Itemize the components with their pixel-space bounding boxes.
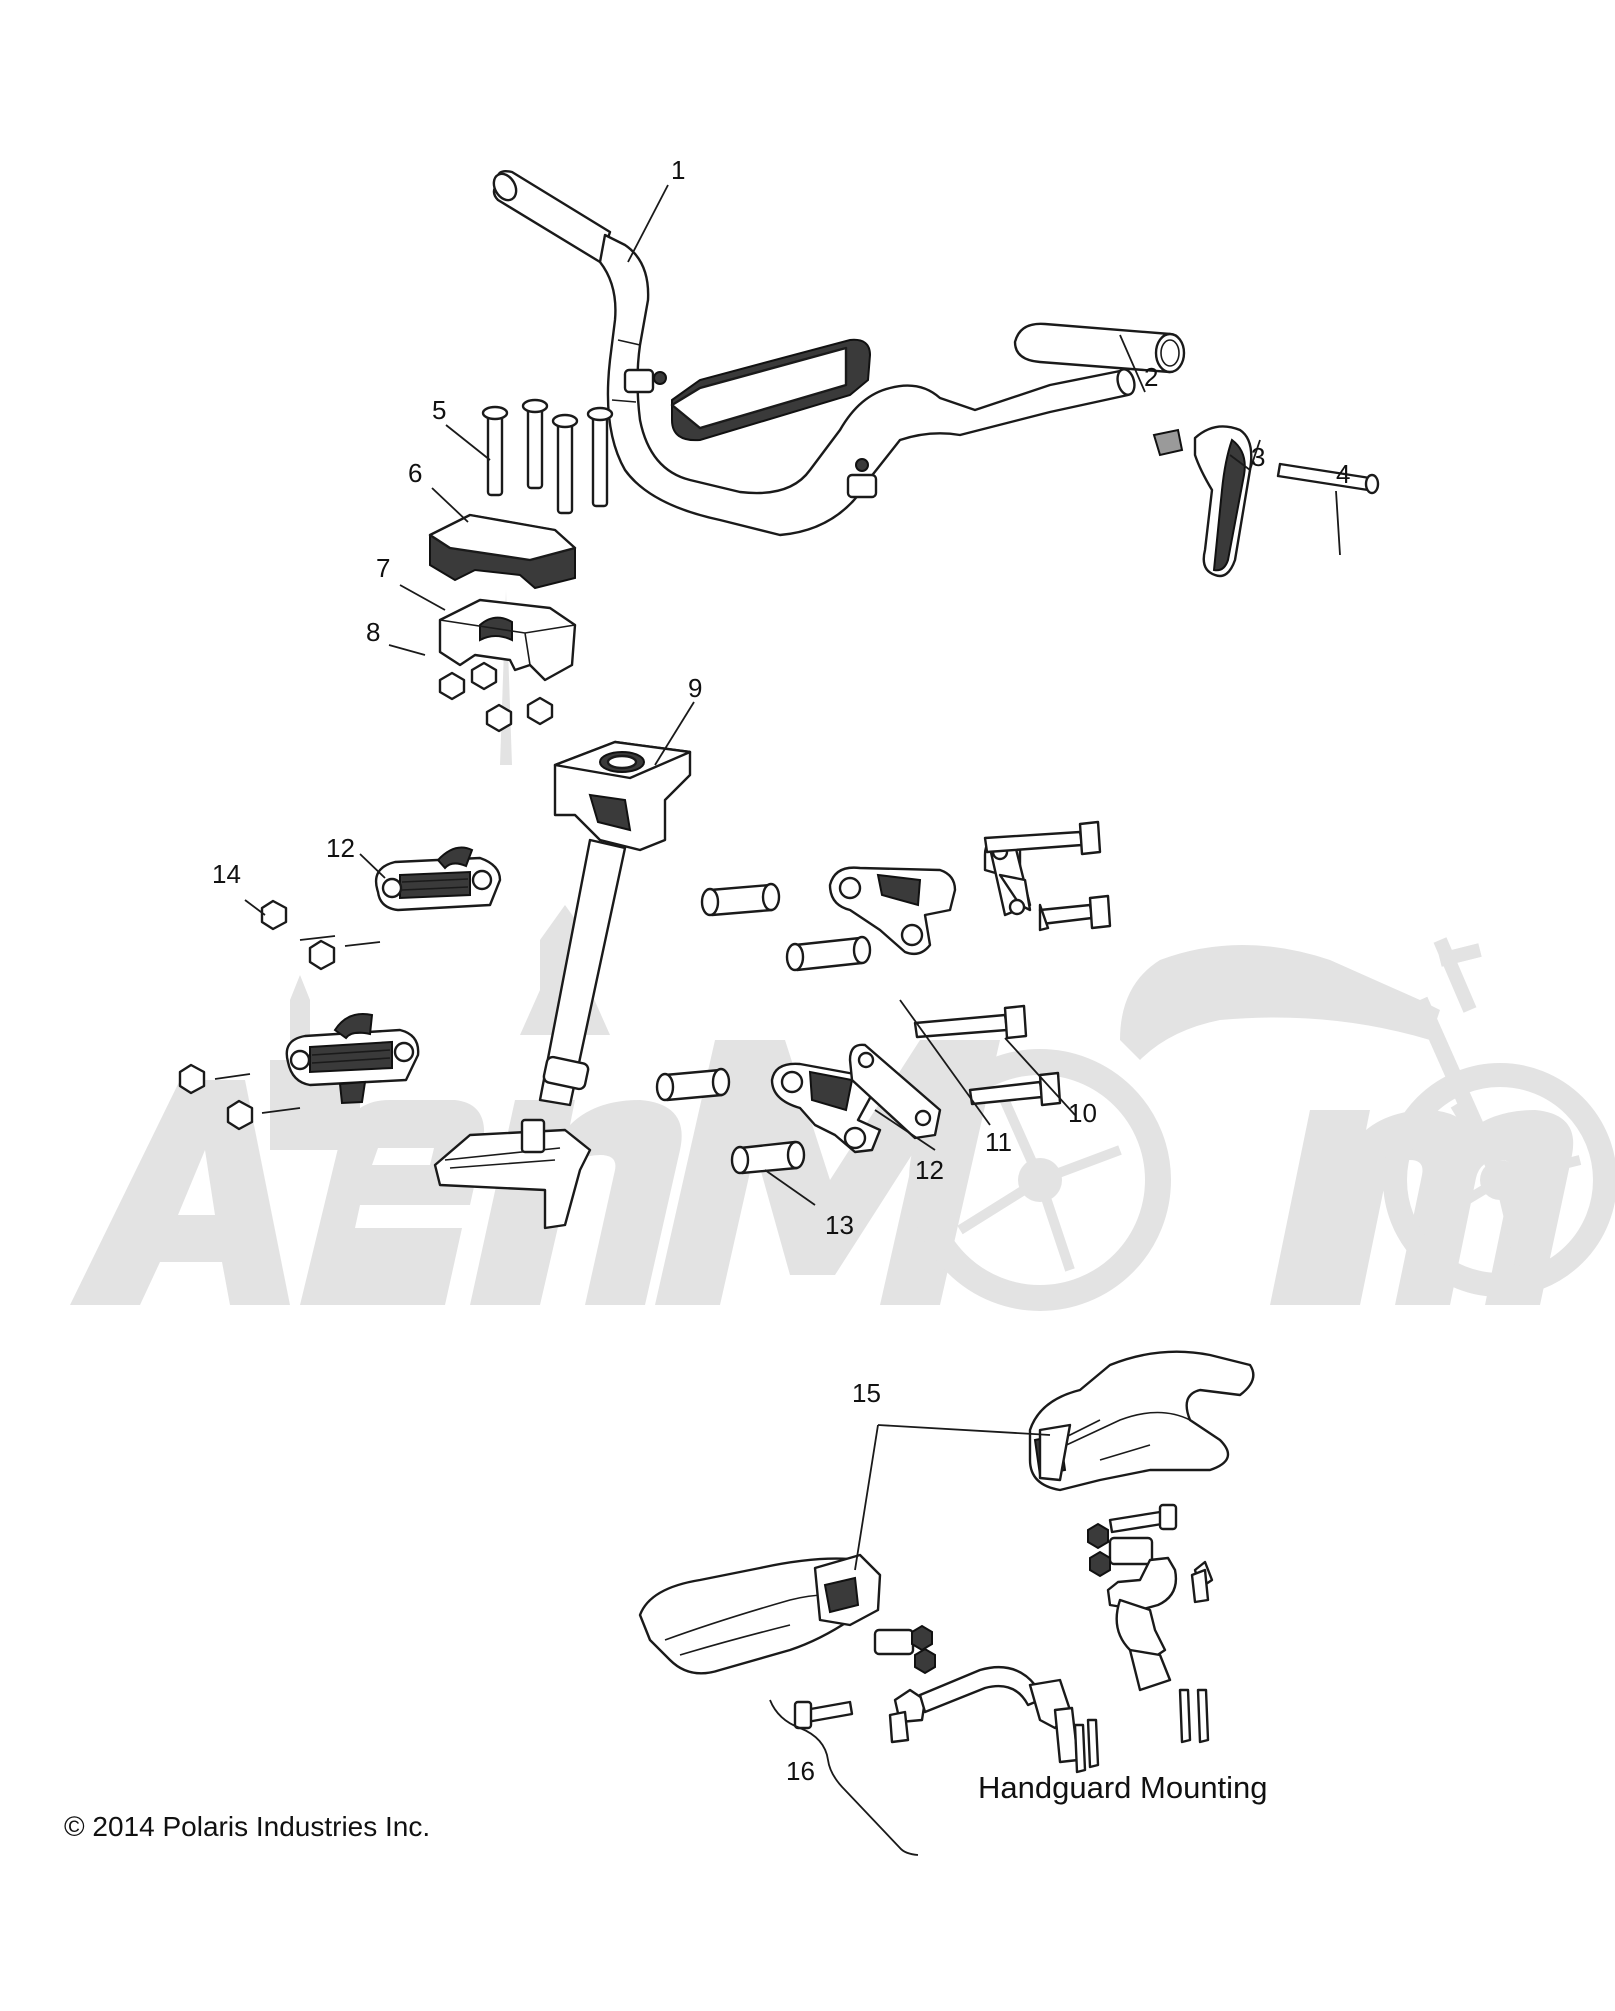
left-bar-mounts [178, 846, 502, 1131]
mount-nuts [178, 899, 336, 1131]
callout-16: 16 [786, 1756, 815, 1786]
handguard-right-hardware [1087, 1503, 1214, 1744]
brake-lever-assembly [1152, 425, 1253, 578]
callout-12-left: 12 [326, 833, 355, 863]
lower-bar-clamp [438, 598, 577, 682]
handguard-left [638, 1553, 882, 1675]
lever-pivot-pin [1276, 462, 1380, 495]
callout-11: 11 [985, 1127, 1012, 1157]
callout-12-right: 12 [915, 1155, 944, 1185]
right-grip [1013, 322, 1186, 374]
right-bar-mounts-upper [700, 820, 1112, 972]
callout-4: 4 [1336, 459, 1350, 489]
handguard-section-title: Handguard Mounting [978, 1770, 1268, 1805]
mount-bolt [913, 1004, 1028, 1040]
bar-mount-lower [285, 1013, 420, 1105]
clamp-bolts [481, 398, 614, 515]
callout-8: 8 [366, 617, 380, 647]
handlebar [492, 169, 1136, 537]
bolt [586, 406, 614, 508]
callout-14: 14 [212, 859, 241, 889]
callout-10: 10 [1068, 1098, 1097, 1128]
callout-3: 3 [1251, 442, 1265, 472]
handguard-right [1028, 1350, 1255, 1492]
link-plate [848, 1043, 942, 1140]
mount-bolt [1038, 894, 1112, 932]
bolt [521, 398, 549, 490]
callout-7: 7 [376, 553, 390, 583]
bolt [481, 405, 509, 497]
callout-2: 2 [1144, 362, 1158, 392]
bar-mount [828, 866, 957, 956]
leader-lines [244, 184, 1341, 1571]
callout-1: 1 [671, 155, 685, 185]
steering-post [433, 740, 692, 1230]
upper-bar-clamp [428, 513, 577, 590]
mount-bolt [983, 820, 1102, 856]
spacer [700, 882, 781, 917]
callout-13: 13 [825, 1210, 854, 1240]
spacer [730, 1140, 806, 1175]
callout-5: 5 [432, 395, 446, 425]
bolt [551, 413, 579, 515]
callout-labels: 1 2 3 4 5 6 7 8 9 10 11 12 12 13 14 15 1… [212, 155, 1350, 1786]
spacer [785, 935, 872, 972]
callout-9: 9 [688, 673, 702, 703]
handguard-group-brace [769, 1699, 919, 1856]
callout-15: 15 [852, 1378, 881, 1408]
callout-6: 6 [408, 458, 422, 488]
bar-mount-upper [374, 846, 502, 912]
spacer [655, 1067, 731, 1102]
copyright-notice: © 2014 Polaris Industries Inc. [64, 1811, 431, 1842]
handguard-left-hardware [793, 1624, 1100, 1774]
flange-nuts [438, 661, 554, 733]
right-bar-mounts-lower [655, 1004, 1062, 1175]
